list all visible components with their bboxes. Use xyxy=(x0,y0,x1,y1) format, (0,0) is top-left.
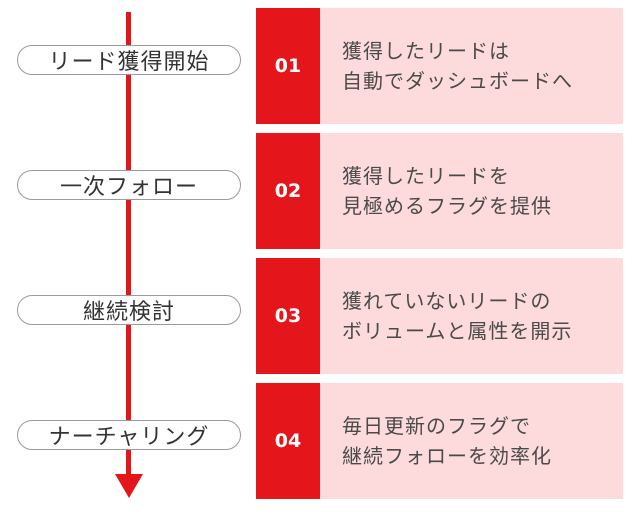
step-description-line: 見極めるフラグを提供 xyxy=(342,194,552,218)
step-description-line: 獲得したリードは xyxy=(342,39,510,63)
step-description-line: 自動でダッシュボードへ xyxy=(342,69,573,93)
step-number: 04 xyxy=(256,383,320,499)
step-description-line: 毎日更新のフラグで xyxy=(342,414,531,438)
step-row-02: 02 獲得したリードを 見極めるフラグを提供 xyxy=(256,133,623,249)
step-description-line: 獲れていないリードの xyxy=(342,289,552,313)
stage-pill-lead-acquisition: リード獲得開始 xyxy=(17,45,241,75)
step-number: 03 xyxy=(256,258,320,374)
step-number: 02 xyxy=(256,133,320,249)
stage-pill-continued-review: 継続検討 xyxy=(17,295,241,325)
stage-pill-nurturing: ナーチャリング xyxy=(17,420,241,450)
stage-pill-first-follow: 一次フォロー xyxy=(17,170,241,200)
step-description: 獲れていないリードの ボリュームと属性を開示 xyxy=(320,258,623,374)
arrow-head-icon xyxy=(115,474,143,498)
step-description: 毎日更新のフラグで 継続フォローを効率化 xyxy=(320,383,623,499)
step-description-line: 継続フォローを効率化 xyxy=(342,444,552,468)
step-row-04: 04 毎日更新のフラグで 継続フォローを効率化 xyxy=(256,383,623,499)
step-description: 獲得したリードを 見極めるフラグを提供 xyxy=(320,133,623,249)
step-description: 獲得したリードは 自動でダッシュボードへ xyxy=(320,8,623,124)
step-row-01: 01 獲得したリードは 自動でダッシュボードへ xyxy=(256,8,623,124)
step-description-line: 獲得したリードを xyxy=(342,164,510,188)
arrow-shaft xyxy=(126,12,131,475)
step-row-03: 03 獲れていないリードの ボリュームと属性を開示 xyxy=(256,258,623,374)
step-description-line: ボリュームと属性を開示 xyxy=(342,319,573,343)
step-number: 01 xyxy=(256,8,320,124)
